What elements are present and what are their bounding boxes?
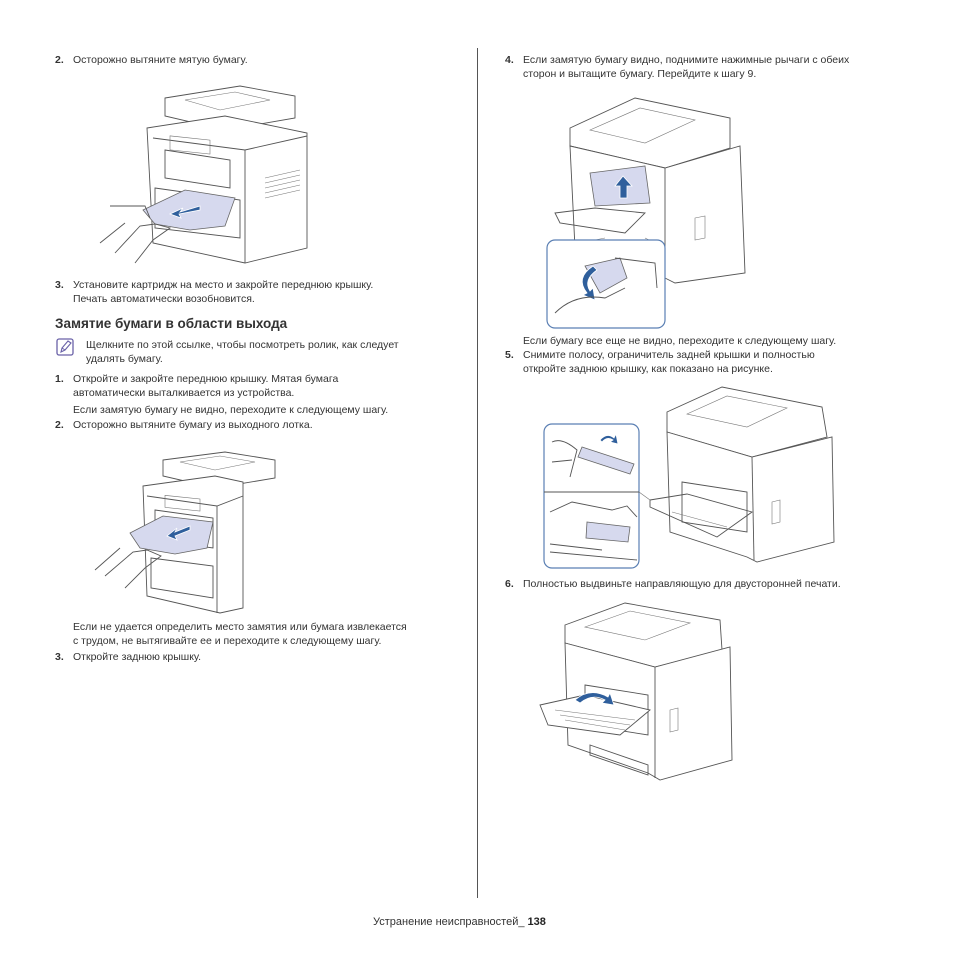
step-number: 2. [55,419,64,431]
step-number: 5. [505,349,514,361]
step-2-top: 2. Осторожно вытяните мятую бумагу. [55,53,465,67]
column-divider [477,48,478,898]
step-2: 2. Осторожно вытяните бумагу из выходног… [55,418,465,432]
footer-section-title: Устранение неисправностей_ [373,916,528,928]
step-1: 1. Откройте и закройте переднюю крышку. … [55,372,470,417]
step-number: 4. [505,54,514,66]
step-4-note: Если бумагу все еще не видно, переходите… [523,334,923,348]
step-text-line2: сторон и вытащите бумагу. Перейдите к ша… [523,68,757,80]
section-title: Замятие бумаги в области выхода [55,316,288,331]
step-text: Осторожно вытяните бумагу из выходного л… [73,419,313,431]
step-number: 1. [55,373,64,385]
illustration-output-tray-removal [94,451,276,614]
illustration-rear-pressure-levers [546,97,746,329]
step-text: Осторожно вытяните мятую бумагу. [73,54,248,66]
note-pencil-icon [56,338,74,356]
illustration-duplex-guide [539,602,733,781]
step-text: Откройте заднюю крышку. [73,651,202,663]
step-text-line2: откройте заднюю крышку, как показано на … [523,363,773,375]
step-text-line2: автоматически выталкивается из устройств… [73,387,295,399]
step-note-text: Если бумагу все еще не видно, переходите… [523,335,837,347]
page-number: 138 [527,916,546,928]
step-3: 3. Откройте заднюю крышку. [55,650,465,664]
warning-line1: Если не удается определить место замятия… [73,621,407,633]
page-footer: Устранение неисправностей_ 138 [373,916,546,928]
step-number: 3. [55,279,64,291]
step-number: 6. [505,578,514,590]
note-line1: Щелкните по этой ссылке, чтобы посмотрет… [86,339,399,351]
step-number: 2. [55,54,64,66]
step-text-line1: Если замятую бумагу видно, поднимите наж… [523,54,850,66]
step-6: 6. Полностью выдвиньте направляющую для … [505,577,925,591]
step-text-line1: Установите картридж на место и закройте … [73,279,374,291]
note-line2: удалять бумагу. [86,353,163,365]
note-video-link[interactable]: Щелкните по этой ссылке, чтобы посмотрет… [86,338,466,366]
step-4: 4. Если замятую бумагу видно, поднимите … [505,53,925,81]
illustration-front-jam-removal [99,85,308,264]
step-number: 3. [55,651,64,663]
step-text-line3: Если замятую бумагу не видно, переходите… [73,404,389,416]
step-3-top: 3. Установите картридж на место и закрой… [55,278,465,306]
step-5: 5. Снимите полосу, ограничитель задней к… [505,348,925,376]
step-text-line1: Снимите полосу, ограничитель задней крыш… [523,349,815,361]
warning-line2: с трудом, не вытягивайте ее и переходите… [73,635,382,647]
step-text-line1: Откройте и закройте переднюю крышку. Мят… [73,373,339,385]
warning-text: Если не удается определить место замятия… [73,620,473,648]
illustration-rear-cover-open [543,386,835,569]
step-text: Полностью выдвиньте направляющую для дву… [523,578,841,590]
step-text-line2: Печать автоматически возобновится. [73,293,255,305]
